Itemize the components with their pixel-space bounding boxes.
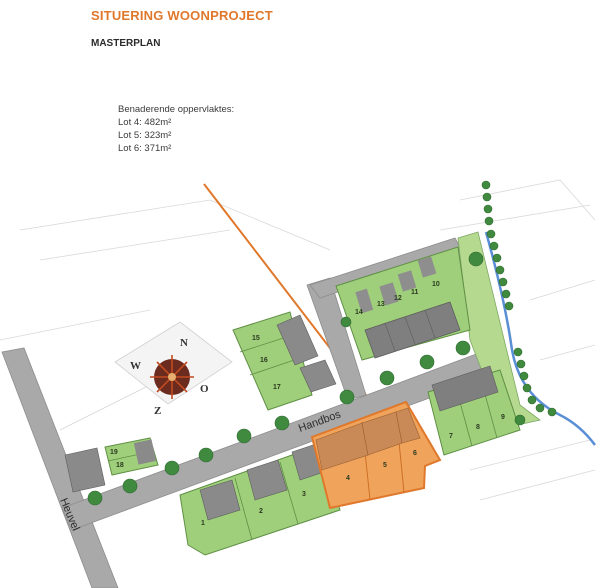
lot-label-4: 4 — [346, 475, 350, 482]
compass-w: W — [130, 360, 141, 372]
lot-label-13: 13 — [377, 301, 385, 308]
lot-label-11: 11 — [411, 289, 419, 296]
lot-label-12: 12 — [394, 295, 402, 302]
trees — [87, 180, 557, 506]
west-lots — [232, 311, 337, 411]
background-sketch — [0, 179, 596, 501]
compass-n: N — [180, 337, 188, 349]
lot-label-8: 8 — [476, 424, 480, 431]
lot-label-15: 15 — [252, 335, 260, 342]
lot-label-14: 14 — [355, 309, 363, 316]
highlighted-lots — [310, 400, 442, 510]
area-list: Benaderende oppervlaktes: Lot 4: 482m² L… — [118, 103, 234, 155]
lot-label-16: 16 — [260, 357, 268, 364]
lot-label-7: 7 — [449, 433, 453, 440]
lot-label-1: 1 — [201, 520, 205, 527]
green-strip — [457, 231, 541, 429]
area-lot-6: Lot 6: 371m² — [118, 143, 172, 154]
lot-label-19: 19 — [110, 449, 118, 456]
lot-label-10: 10 — [432, 281, 440, 288]
page-subtitle: MASTERPLAN — [91, 38, 161, 49]
area-lot-4: Lot 4: 482m² — [118, 117, 172, 128]
water-stream — [484, 231, 596, 446]
compass-rose — [114, 321, 233, 405]
lots-18-19 — [64, 437, 159, 493]
lot-label-2: 2 — [259, 508, 263, 515]
north-lots — [335, 246, 471, 361]
compass-z: Z — [154, 405, 161, 417]
lot-label-3: 3 — [302, 491, 306, 498]
lot-label-9: 9 — [501, 414, 505, 421]
road-north — [306, 277, 367, 401]
compass-o: O — [200, 383, 209, 395]
page-title: SITUERING WOONPROJECT — [91, 8, 273, 23]
lot-label-6: 6 — [413, 450, 417, 457]
lot-label-17: 17 — [273, 384, 281, 391]
east-lots — [427, 365, 521, 456]
lot-label-5: 5 — [383, 462, 387, 469]
road-heuvel — [1, 347, 119, 588]
area-lot-5: Lot 5: 323m² — [118, 130, 172, 141]
lot-label-18: 18 — [116, 462, 124, 469]
area-heading: Benaderende oppervlaktes: — [118, 104, 235, 115]
